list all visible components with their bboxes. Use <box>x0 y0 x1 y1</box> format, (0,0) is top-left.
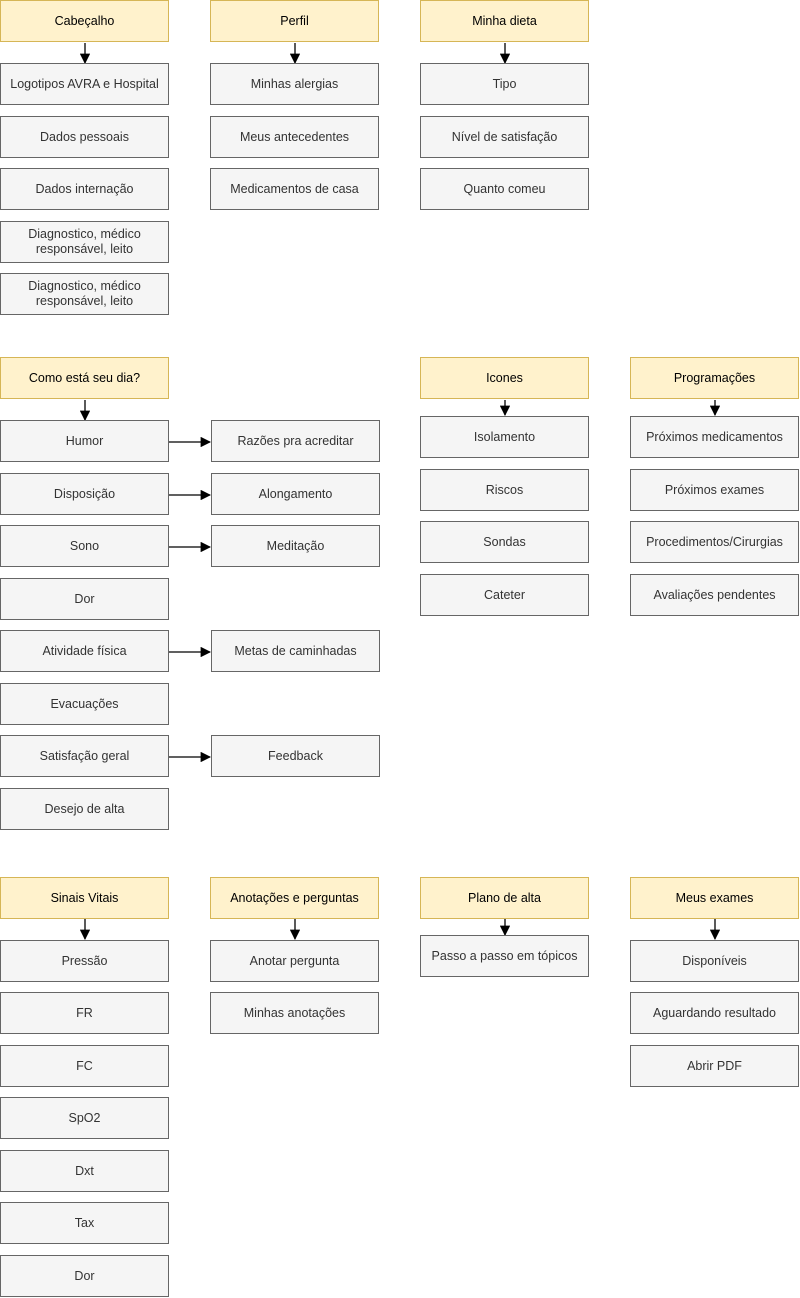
como-esta-item-atividade-fisica: Atividade física <box>0 630 169 672</box>
como-esta-item-desejo-alta: Desejo de alta <box>0 788 169 830</box>
cabecalho-item-diagnostico-1: Diagnostico, médico responsável, leito <box>0 221 169 263</box>
perfil-header: Perfil <box>210 0 379 42</box>
como-esta-item-evacuacoes: Evacuações <box>0 683 169 725</box>
como-esta-item-dor: Dor <box>0 578 169 620</box>
meus-exames-item-abrir-pdf: Abrir PDF <box>630 1045 799 1087</box>
sinais-vitais-item-dxt: Dxt <box>0 1150 169 1192</box>
perfil-item-medicamentos-casa: Medicamentos de casa <box>210 168 379 210</box>
anotacoes-item-minhas-anotacoes: Minhas anotações <box>210 992 379 1034</box>
followup-alongamento: Alongamento <box>211 473 380 515</box>
como-esta-item-disposicao: Disposição <box>0 473 169 515</box>
cabecalho-item-diagnostico-2: Diagnostico, médico responsável, leito <box>0 273 169 315</box>
plano-alta-item-passo-a-passo: Passo a passo em tópicos <box>420 935 589 977</box>
perfil-item-antecedentes: Meus antecedentes <box>210 116 379 158</box>
como-esta-item-satisfacao-geral: Satisfação geral <box>0 735 169 777</box>
perfil-item-alergias: Minhas alergias <box>210 63 379 105</box>
sinais-vitais-item-spo2: SpO2 <box>0 1097 169 1139</box>
programacoes-item-exames: Próximos exames <box>630 469 799 511</box>
minha-dieta-item-satisfacao: Nível de satisfação <box>420 116 589 158</box>
icones-header: Icones <box>420 357 589 399</box>
sinais-vitais-item-dor: Dor <box>0 1255 169 1297</box>
meus-exames-header: Meus exames <box>630 877 799 919</box>
minha-dieta-item-tipo: Tipo <box>420 63 589 105</box>
followup-metas-caminhadas: Metas de caminhadas <box>211 630 380 672</box>
cabecalho-item-logotipos: Logotipos AVRA e Hospital <box>0 63 169 105</box>
como-esta-item-sono: Sono <box>0 525 169 567</box>
cabecalho-item-dados-pessoais: Dados pessoais <box>0 116 169 158</box>
icones-item-riscos: Riscos <box>420 469 589 511</box>
followup-razoes: Razões pra acreditar <box>211 420 380 462</box>
programacoes-item-avaliacoes: Avaliações pendentes <box>630 574 799 616</box>
como-esta-header: Como está seu dia? <box>0 357 169 399</box>
icones-item-sondas: Sondas <box>420 521 589 563</box>
anotacoes-item-anotar-pergunta: Anotar pergunta <box>210 940 379 982</box>
sinais-vitais-item-fr: FR <box>0 992 169 1034</box>
plano-alta-header: Plano de alta <box>420 877 589 919</box>
minha-dieta-header: Minha dieta <box>420 0 589 42</box>
followup-meditacao: Meditação <box>211 525 380 567</box>
sinais-vitais-item-tax: Tax <box>0 1202 169 1244</box>
meus-exames-item-disponiveis: Disponíveis <box>630 940 799 982</box>
icones-item-isolamento: Isolamento <box>420 416 589 458</box>
icones-item-cateter: Cateter <box>420 574 589 616</box>
programacoes-header: Programações <box>630 357 799 399</box>
sinais-vitais-header: Sinais Vitais <box>0 877 169 919</box>
cabecalho-item-dados-internacao: Dados internação <box>0 168 169 210</box>
programacoes-item-procedimentos: Procedimentos/Cirurgias <box>630 521 799 563</box>
sinais-vitais-item-pressao: Pressão <box>0 940 169 982</box>
followup-feedback: Feedback <box>211 735 380 777</box>
cabecalho-header: Cabeçalho <box>0 0 169 42</box>
anotacoes-header: Anotações e perguntas <box>210 877 379 919</box>
como-esta-item-humor: Humor <box>0 420 169 462</box>
meus-exames-item-aguardando: Aguardando resultado <box>630 992 799 1034</box>
programacoes-item-medicamentos: Próximos medicamentos <box>630 416 799 458</box>
minha-dieta-item-quanto-comeu: Quanto comeu <box>420 168 589 210</box>
sinais-vitais-item-fc: FC <box>0 1045 169 1087</box>
